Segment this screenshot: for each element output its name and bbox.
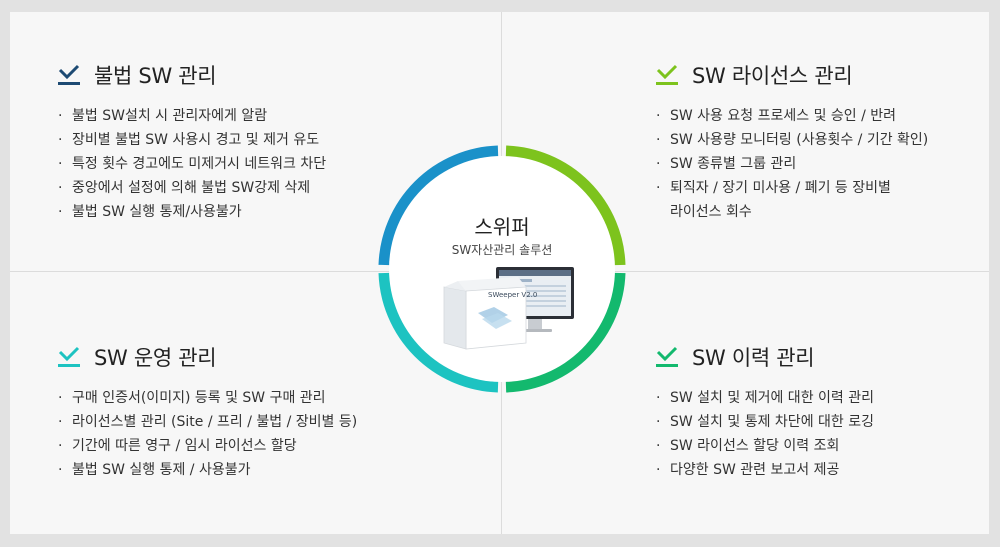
list-item: 다양한 SW 관련 보고서 제공 [656, 458, 874, 482]
product-image: SWeeper V2.0 [438, 267, 578, 357]
check-icon [58, 346, 80, 368]
quadrant-title: SW 이력 관리 [692, 346, 815, 370]
quadrant-title-row: SW 이력 관리 [656, 342, 874, 372]
check-icon [656, 346, 678, 368]
quadrant-operation: SW 운영 관리 구매 인증서(이미지) 등록 및 SW 구매 관리 라이선스별… [58, 342, 357, 482]
list-item-continuation: 라이선스 회수 [656, 200, 928, 224]
list-item: 기간에 따른 영구 / 임시 라이선스 할당 [58, 434, 357, 458]
quadrant-history: SW 이력 관리 SW 설치 및 제거에 대한 이력 관리 SW 설치 및 통제… [656, 342, 874, 482]
list-item: SW 사용량 모니터링 (사용횟수 / 기간 확인) [656, 128, 928, 152]
list-item-text: 라이선스 회수 [670, 204, 752, 220]
list-item: 불법 SW 실행 통제/사용불가 [58, 200, 326, 224]
list-item: SW 사용 요청 프로세스 및 승인 / 반려 [656, 104, 928, 128]
quadrant-license: SW 라이선스 관리 SW 사용 요청 프로세스 및 승인 / 반려 SW 사용… [656, 60, 928, 224]
feature-list: SW 사용 요청 프로세스 및 승인 / 반려 SW 사용량 모니터링 (사용횟… [656, 104, 928, 224]
check-icon [656, 64, 678, 86]
list-item: 불법 SW 실행 통제 / 사용불가 [58, 458, 357, 482]
quadrant-illegal-sw: 불법 SW 관리 불법 SW설치 시 관리자에게 알람 장비별 불법 SW 사용… [58, 60, 326, 224]
list-item: 불법 SW설치 시 관리자에게 알람 [58, 104, 326, 128]
list-item: 구매 인증서(이미지) 등록 및 SW 구매 관리 [58, 386, 357, 410]
list-item: 퇴직자 / 장기 미사용 / 폐기 등 장비별 [656, 176, 928, 200]
quadrant-title: 불법 SW 관리 [94, 64, 217, 88]
list-item: 특정 횟수 경고에도 미제거시 네트워크 차단 [58, 152, 326, 176]
list-item: 라이선스별 관리 (Site / 프리 / 불법 / 장비별 등) [58, 410, 357, 434]
feature-board: 불법 SW 관리 불법 SW설치 시 관리자에게 알람 장비별 불법 SW 사용… [10, 12, 989, 534]
list-item: SW 설치 및 제거에 대한 이력 관리 [656, 386, 874, 410]
list-item: SW 라이선스 할당 이력 조회 [656, 434, 874, 458]
quadrant-title-row: 불법 SW 관리 [58, 60, 326, 90]
list-item: SW 종류별 그룹 관리 [656, 152, 928, 176]
quadrant-title: SW 라이선스 관리 [692, 64, 853, 88]
quadrant-title: SW 운영 관리 [94, 346, 217, 370]
check-icon [58, 64, 80, 86]
list-item: SW 설치 및 통제 차단에 대한 로깅 [656, 410, 874, 434]
list-item: 장비별 불법 SW 사용시 경고 및 제거 유도 [58, 128, 326, 152]
list-item: 중앙에서 설정에 의해 불법 SW강제 삭제 [58, 176, 326, 200]
quadrant-title-row: SW 운영 관리 [58, 342, 357, 372]
feature-list: SW 설치 및 제거에 대한 이력 관리 SW 설치 및 통제 차단에 대한 로… [656, 386, 874, 482]
quadrant-title-row: SW 라이선스 관리 [656, 60, 928, 90]
feature-list: 구매 인증서(이미지) 등록 및 SW 구매 관리 라이선스별 관리 (Site… [58, 386, 357, 482]
product-subtitle: SW자산관리 솔루션 [451, 243, 553, 257]
quadrant-ring [378, 145, 626, 393]
box-label: SWeeper V2.0 [488, 291, 538, 299]
center-product-ring: 스위퍼 SW자산관리 솔루션 [378, 145, 626, 393]
feature-list: 불법 SW설치 시 관리자에게 알람 장비별 불법 SW 사용시 경고 및 제거… [58, 104, 326, 224]
product-name: 스위퍼 [474, 215, 530, 239]
